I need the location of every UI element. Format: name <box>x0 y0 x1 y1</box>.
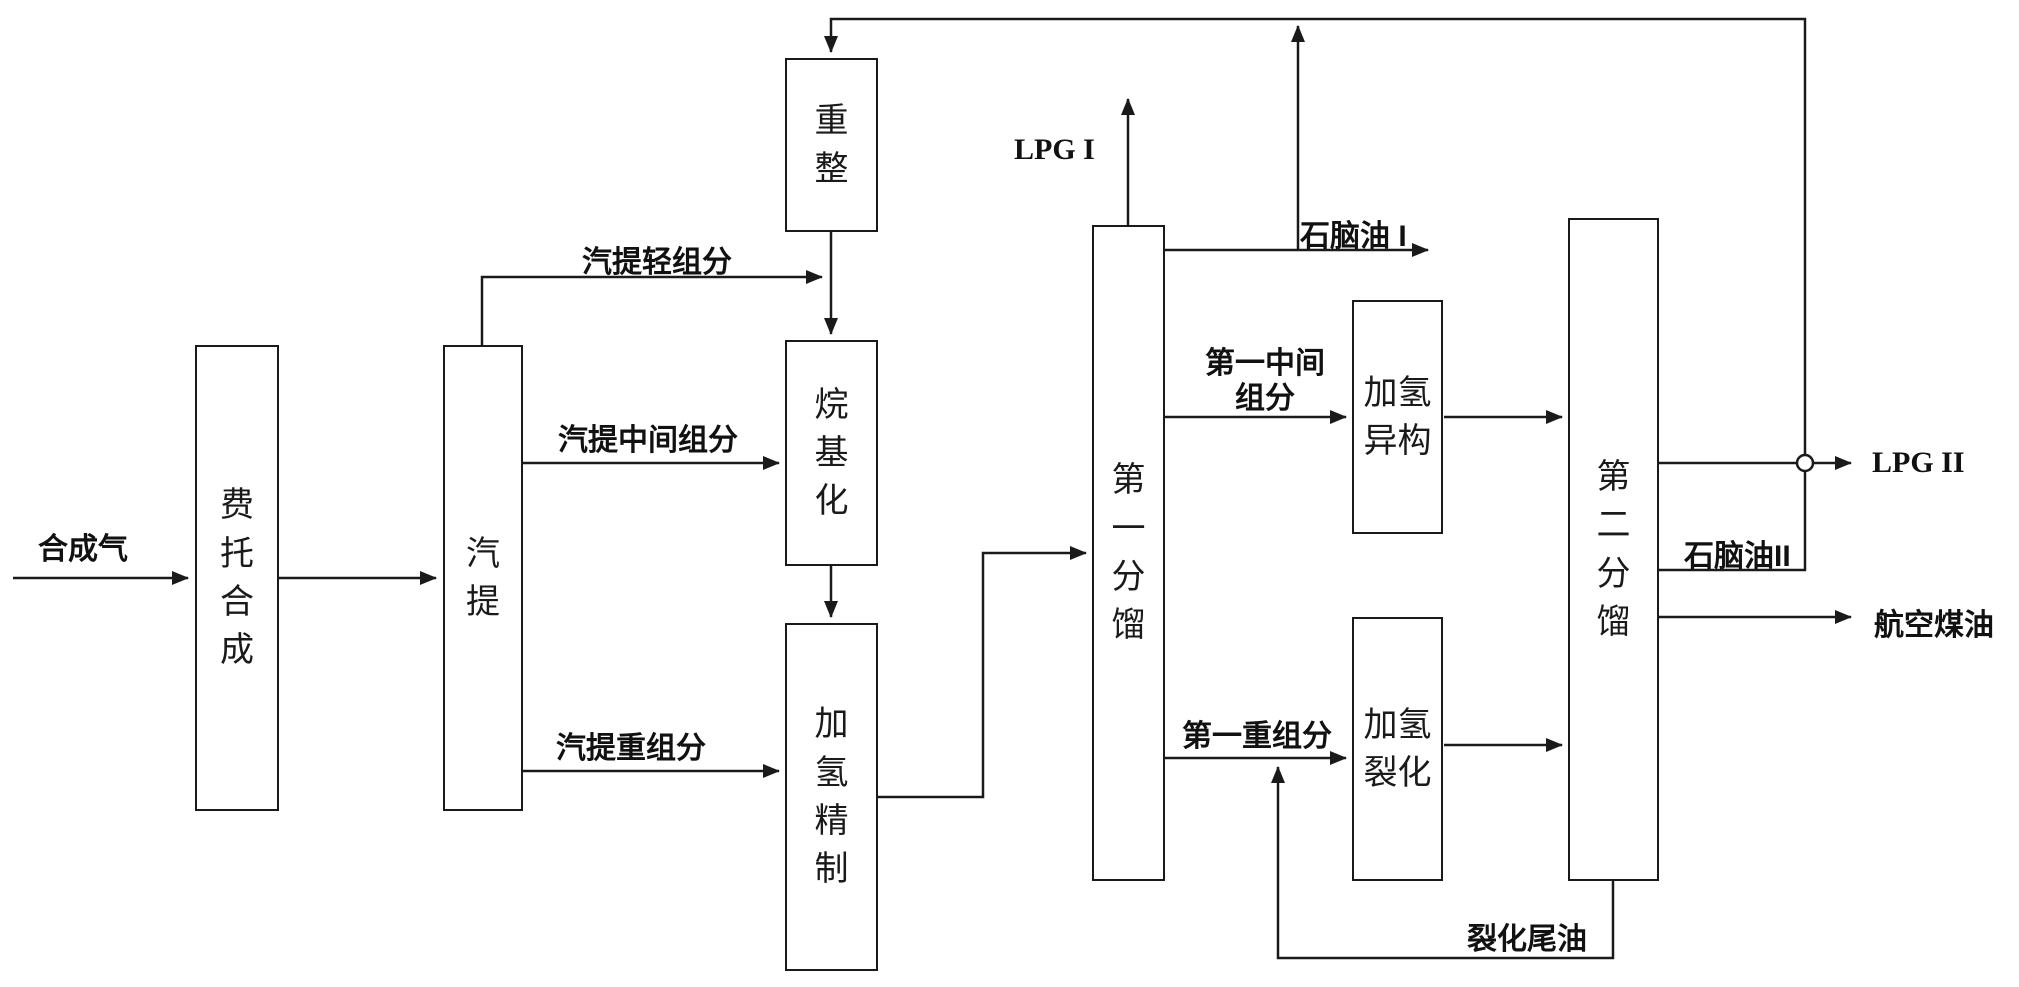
unit-reforming: 重整 <box>785 58 878 232</box>
stream-label-naphtha-1: 石脑油 I <box>1300 220 1407 253</box>
stream-label-lpg-2: LPG II <box>1872 446 1965 479</box>
unit-fractionation-1-label: 第一分馏 <box>1111 461 1146 645</box>
flow-cracked-tail-recycle <box>1271 766 1615 960</box>
flow-hydrorefining-to-fractionation1 <box>878 546 1087 799</box>
stream-label-naphtha-2: 石脑油II <box>1684 540 1791 573</box>
stream-label-middle-1: 第一中间组分 <box>1205 347 1325 415</box>
stream-label-jet-fuel: 航空煤油 <box>1874 609 1994 642</box>
unit-alkylation-label: 烷基化 <box>814 385 849 521</box>
unit-hydroisomerization: 加氢异构 <box>1352 300 1443 534</box>
unit-fischer-tropsch: 费托合成 <box>195 345 279 811</box>
unit-hydrorefining: 加氢精制 <box>785 623 878 971</box>
line-crossing-icon <box>1795 453 1815 473</box>
flow-naphtha2-recycle-to-reforming <box>824 17 1807 572</box>
stream-label-stripping-heavy: 汽提重组分 <box>556 732 706 765</box>
stream-label-stripping-middle: 汽提中间组分 <box>558 424 738 457</box>
unit-stripping: 汽提 <box>443 345 523 811</box>
flow-stripping-light <box>480 270 823 345</box>
unit-fischer-tropsch-label: 费托合成 <box>220 486 254 670</box>
stream-label-syngas: 合成气 <box>38 533 128 566</box>
unit-fractionation-2: 第二分馏 <box>1568 218 1659 881</box>
unit-hydrorefining-label: 加氢精制 <box>814 705 849 889</box>
unit-stripping-label: 汽提 <box>466 534 500 621</box>
unit-hydroisomerization-label: 加氢异构 <box>1363 373 1432 460</box>
unit-fractionation-2-label: 第二分馏 <box>1596 457 1631 641</box>
unit-alkylation: 烷基化 <box>785 340 878 566</box>
unit-hydrocracking-label: 加氢裂化 <box>1363 705 1432 792</box>
stream-label-heavy-1: 第一重组分 <box>1182 720 1332 753</box>
stream-label-cracked-tail-oil: 裂化尾油 <box>1467 923 1587 956</box>
stream-label-lpg-1: LPG I <box>1014 133 1095 166</box>
unit-hydrocracking: 加氢裂化 <box>1352 617 1443 881</box>
unit-reforming-label: 重整 <box>814 101 849 188</box>
stream-label-stripping-light: 汽提轻组分 <box>582 246 732 279</box>
unit-fractionation-1: 第一分馏 <box>1092 225 1165 881</box>
